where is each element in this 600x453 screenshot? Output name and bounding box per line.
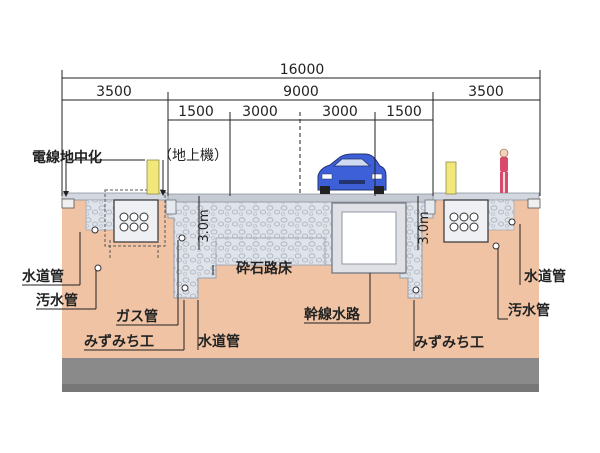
dim-depth-left: 3.0m [197, 209, 212, 242]
dim-depth-right: 3.0m [417, 211, 432, 244]
water-pipe-right-marker [508, 218, 516, 226]
label-cable-burial: 電線地中化 [32, 149, 102, 166]
ground-equipment-icon [146, 159, 160, 195]
dim-lane-right: 3000 [322, 104, 358, 120]
utility-pole-right [445, 161, 457, 195]
label-mizumichi-left: みずみち工 [84, 333, 154, 350]
cable-box-icon-right [443, 199, 489, 243]
water-pipe-center-marker [181, 284, 189, 292]
trunk-channel-inner [341, 211, 397, 265]
cable-trench-outline [104, 189, 166, 247]
sewer-pipe-right-marker [492, 242, 500, 250]
gravel-right-sidewalk [483, 199, 515, 231]
dimension-lines [61, 70, 541, 250]
label-mizumichi-right: みずみち工 [414, 334, 484, 351]
edge-block-right [527, 198, 541, 209]
gravel-step-left [215, 237, 326, 266]
label-ground-unit: （地上機） [158, 148, 228, 164]
edge-block-left [61, 198, 75, 209]
label-water-pipe-left: 水道管 [22, 268, 64, 285]
bedrock-shadow [62, 384, 539, 392]
gas-pipe-marker [178, 234, 186, 242]
curb-left [165, 199, 177, 215]
dim-right-inner: 1500 [386, 104, 422, 120]
gravel-left-sidewalk [85, 199, 117, 231]
curb-right [424, 199, 436, 215]
dim-total: 16000 [280, 62, 325, 78]
person-icon [499, 148, 509, 193]
label-sewer-left: 汚水管 [36, 292, 78, 309]
label-water-pipe-right: 水道管 [524, 268, 566, 285]
dimension-ticks [61, 75, 541, 123]
dim-left-inner: 1500 [178, 104, 214, 120]
car-icon [317, 153, 387, 194]
sewer-pipe-left-marker [94, 264, 102, 272]
label-leaders [22, 224, 521, 351]
dim-right-sidewalk: 3500 [468, 84, 504, 100]
dim-lane-left: 3000 [242, 104, 278, 120]
label-gas-pipe: ガス管 [116, 308, 158, 325]
label-sewer-right: 汚水管 [508, 302, 550, 319]
road-surface [164, 193, 437, 203]
label-trunk-channel: 幹線水路 [304, 306, 361, 323]
water-pipe-left-marker [91, 226, 99, 234]
dim-center: 9000 [283, 84, 319, 100]
cable-box-icon [113, 199, 159, 243]
dim-left-sidewalk: 3500 [96, 84, 132, 100]
label-gravel-bed: 砕石路床 [236, 260, 293, 277]
mizumichi-right-marker [412, 286, 420, 294]
label-water-pipe-center: 水道管 [198, 333, 240, 350]
